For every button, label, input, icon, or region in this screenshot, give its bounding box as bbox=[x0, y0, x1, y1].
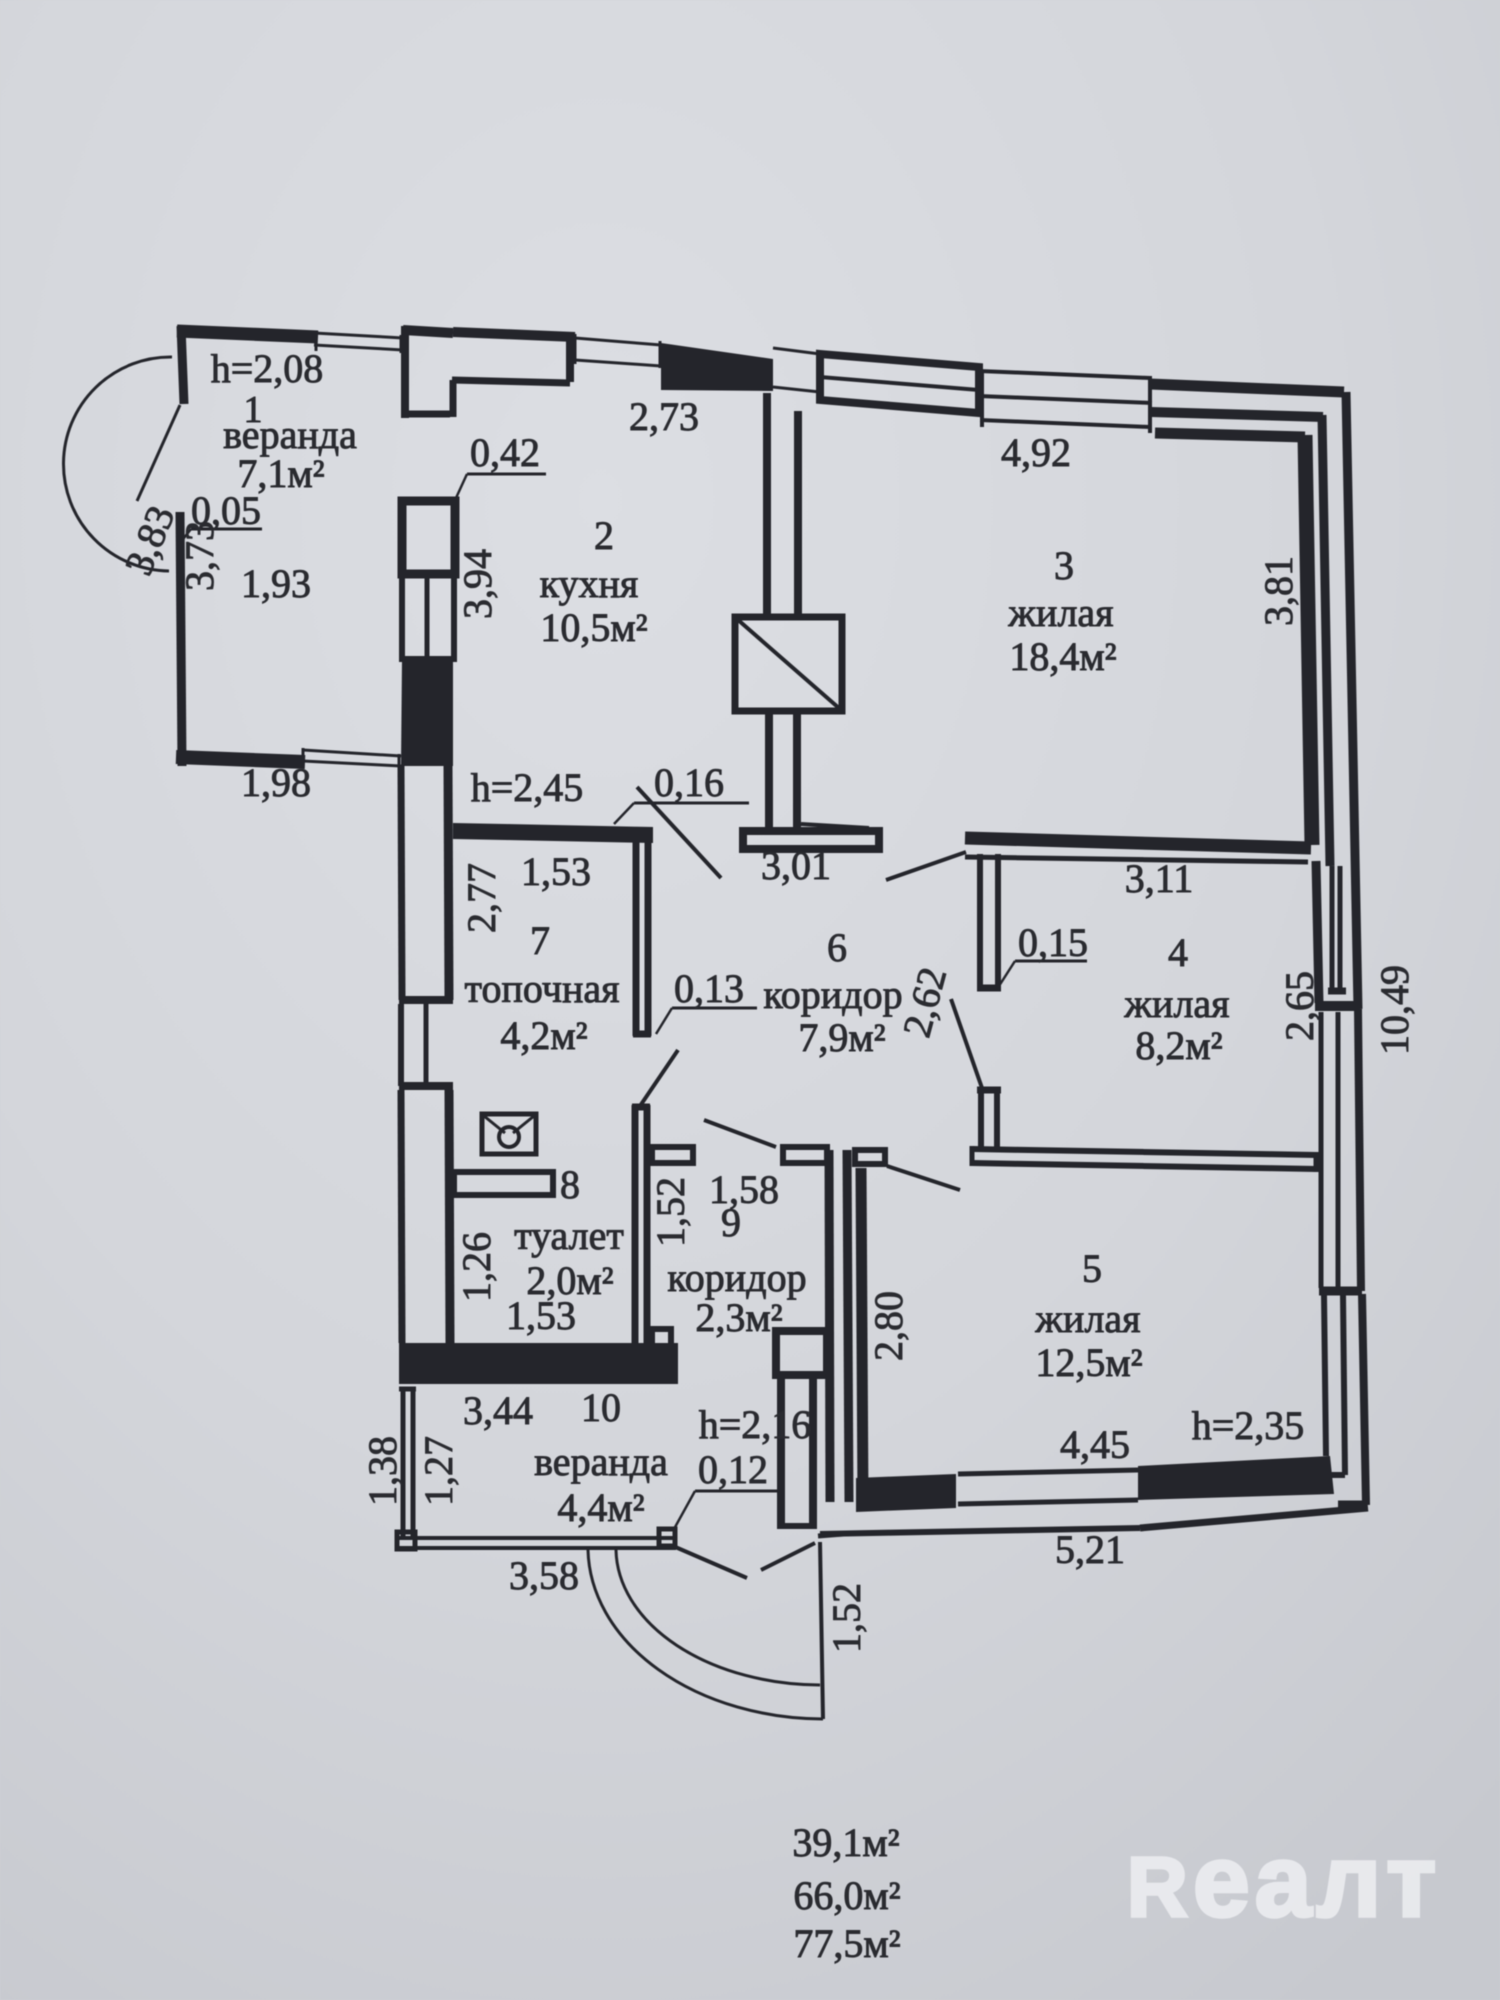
svg-text:1,52: 1,52 bbox=[648, 1177, 693, 1247]
svg-text:1,38: 1,38 bbox=[360, 1436, 405, 1506]
svg-text:еалт: еалт bbox=[1193, 1824, 1441, 1938]
svg-text:1,93: 1,93 bbox=[241, 561, 311, 606]
svg-text:1,53: 1,53 bbox=[521, 849, 591, 894]
svg-text:5: 5 bbox=[1082, 1246, 1102, 1291]
svg-text:5,21: 5,21 bbox=[1055, 1527, 1125, 1572]
svg-text:3,73: 3,73 bbox=[177, 521, 222, 591]
svg-text:66,0м²: 66,0м² bbox=[793, 1873, 900, 1918]
svg-text:7: 7 bbox=[530, 918, 550, 963]
svg-text:коридор: коридор bbox=[763, 972, 902, 1017]
svg-text:1: 1 bbox=[244, 389, 263, 431]
svg-text:8: 8 bbox=[560, 1162, 580, 1207]
svg-text:2,73: 2,73 bbox=[629, 394, 699, 439]
svg-text:4: 4 bbox=[1168, 930, 1188, 975]
svg-text:жилая: жилая bbox=[1007, 590, 1113, 635]
svg-text:h=2,16: h=2,16 bbox=[699, 1402, 812, 1447]
svg-text:жилая: жилая bbox=[1034, 1296, 1140, 1341]
svg-text:2,77: 2,77 bbox=[459, 863, 504, 933]
svg-text:2: 2 bbox=[594, 513, 614, 558]
svg-text:1,52: 1,52 bbox=[824, 1583, 869, 1653]
svg-text:1,26: 1,26 bbox=[454, 1232, 499, 1302]
svg-text:1,98: 1,98 bbox=[241, 760, 311, 805]
svg-text:0,13: 0,13 bbox=[674, 966, 744, 1011]
svg-text:2,80: 2,80 bbox=[866, 1291, 911, 1361]
svg-text:9: 9 bbox=[721, 1200, 741, 1245]
svg-text:4,4м²: 4,4м² bbox=[557, 1485, 644, 1530]
svg-text:6: 6 bbox=[827, 925, 847, 970]
svg-text:h=2,35: h=2,35 bbox=[1192, 1403, 1305, 1448]
svg-text:веранда: веранда bbox=[223, 412, 357, 457]
svg-text:3,11: 3,11 bbox=[1125, 856, 1194, 901]
svg-text:1,53: 1,53 bbox=[506, 1293, 576, 1338]
svg-text:18,4м²: 18,4м² bbox=[1009, 634, 1116, 679]
svg-text:жилая: жилая bbox=[1123, 981, 1229, 1026]
svg-text:4,2м²: 4,2м² bbox=[500, 1013, 587, 1058]
svg-text:12,5м²: 12,5м² bbox=[1035, 1340, 1142, 1385]
svg-text:0,05: 0,05 bbox=[191, 488, 261, 533]
svg-text:коридор: коридор bbox=[667, 1255, 806, 1300]
svg-text:топочная: топочная bbox=[465, 966, 620, 1011]
svg-text:2,3м²: 2,3м² bbox=[695, 1295, 782, 1340]
svg-text:веранда: веранда bbox=[534, 1439, 668, 1484]
svg-text:кухня: кухня bbox=[540, 561, 639, 606]
svg-text:R: R bbox=[1127, 1840, 1193, 1934]
svg-text:3: 3 bbox=[1054, 543, 1074, 588]
svg-text:4,92: 4,92 bbox=[1001, 430, 1071, 475]
svg-text:2,0м²: 2,0м² bbox=[526, 1258, 613, 1303]
svg-text:0,42: 0,42 bbox=[470, 430, 540, 475]
svg-text:h=2,45: h=2,45 bbox=[471, 765, 584, 810]
svg-text:39,1м²: 39,1м² bbox=[792, 1820, 899, 1865]
svg-text:7,9м²: 7,9м² bbox=[798, 1015, 885, 1060]
svg-text:3,94: 3,94 bbox=[455, 549, 500, 619]
svg-text:3,58: 3,58 bbox=[509, 1553, 579, 1598]
svg-text:8,2м²: 8,2м² bbox=[1135, 1023, 1222, 1068]
svg-text:7,1м²: 7,1м² bbox=[237, 451, 324, 496]
svg-text:3,44: 3,44 bbox=[463, 1388, 533, 1433]
svg-text:1,27: 1,27 bbox=[416, 1436, 461, 1506]
svg-text:2,65: 2,65 bbox=[1277, 971, 1322, 1041]
svg-text:туалет: туалет bbox=[514, 1213, 624, 1258]
svg-text:77,5м²: 77,5м² bbox=[793, 1921, 900, 1966]
svg-text:4,45: 4,45 bbox=[1060, 1422, 1130, 1467]
svg-text:10,49: 10,49 bbox=[1372, 965, 1417, 1055]
svg-text:10,5м²: 10,5м² bbox=[540, 605, 647, 650]
svg-text:0,15: 0,15 bbox=[1018, 920, 1088, 965]
svg-text:h=2,08: h=2,08 bbox=[211, 346, 324, 391]
svg-text:3,01: 3,01 bbox=[761, 843, 831, 888]
svg-text:10: 10 bbox=[581, 1385, 621, 1430]
svg-text:0,16: 0,16 bbox=[654, 760, 724, 805]
svg-text:1,58: 1,58 bbox=[709, 1167, 779, 1212]
svg-text:0,12: 0,12 bbox=[698, 1447, 768, 1492]
svg-text:3,81: 3,81 bbox=[1256, 556, 1301, 626]
